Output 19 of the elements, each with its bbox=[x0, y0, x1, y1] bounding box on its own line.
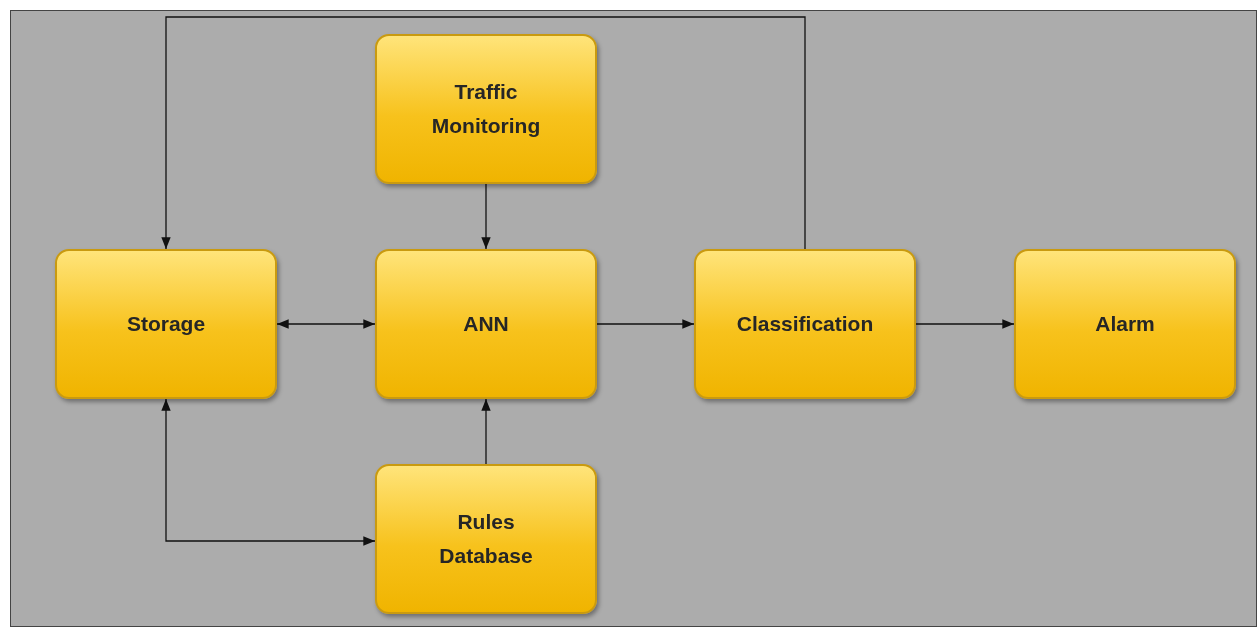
process-box bbox=[55, 249, 277, 399]
arrow bbox=[481, 398, 491, 465]
box-label: Storage bbox=[125, 311, 207, 338]
arrow bbox=[276, 319, 376, 329]
process-box bbox=[1014, 249, 1236, 399]
process-box bbox=[375, 249, 597, 399]
box-label: Alarm bbox=[1094, 311, 1156, 338]
arrow bbox=[161, 398, 376, 546]
arrow bbox=[596, 319, 695, 329]
box-label: Rules Database bbox=[438, 509, 534, 569]
arrow bbox=[915, 319, 1015, 329]
arrow bbox=[481, 183, 491, 250]
process-box bbox=[375, 464, 597, 614]
box-label: Traffic Monitoring bbox=[430, 79, 542, 139]
box-label: ANN bbox=[462, 311, 510, 338]
process-box bbox=[375, 34, 597, 184]
arrow bbox=[161, 16, 806, 250]
process-box bbox=[694, 249, 916, 399]
box-label: Classification bbox=[735, 311, 875, 338]
